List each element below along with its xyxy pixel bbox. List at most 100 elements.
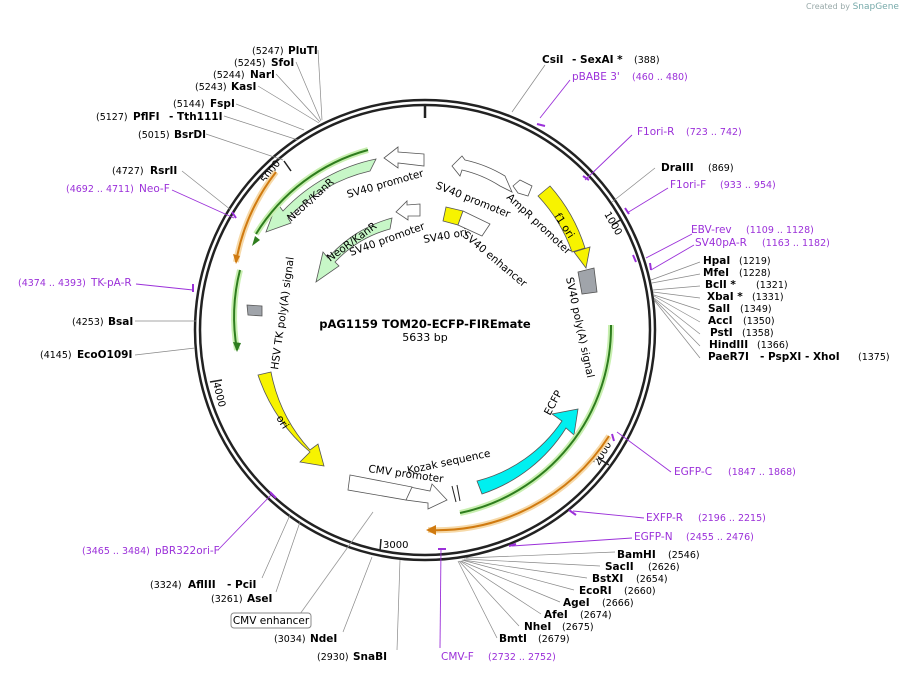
snapgene-watermark: Created by SnapGene [806,2,899,12]
svg-text:PflFI: PflFI [133,111,160,123]
enzyme-paer7i[interactable]: PaeR7I- PspXI - XhoI(1375) [708,351,890,363]
feature-ori[interactable]: ori [257,371,325,467]
svg-text:(1375): (1375) [858,352,890,363]
svg-text:(1349): (1349) [740,304,772,315]
svg-text:CsiI: CsiI [542,54,563,66]
enzyme-csii[interactable]: CsiI- SexAI *(388) [542,54,660,66]
primer-cmv-f[interactable]: CMV-F(2732 .. 2752) [441,651,556,663]
enzyme-pflfi[interactable]: (5127)PflFI- Tth111I [96,111,223,123]
primer-sv40pa-r[interactable]: SV40pA-R(1163 .. 1182) [695,237,830,249]
svg-text:(3261): (3261) [211,594,243,605]
svg-text:EcoRI: EcoRI [579,585,612,597]
plasmid-name: pAG1159 TOM20-ECFP-FIREmate [319,317,531,331]
svg-text:(5245): (5245) [234,58,266,69]
enzyme-rsrii[interactable]: (4727)RsrII [112,165,177,177]
svg-text:(1358): (1358) [742,328,774,339]
svg-text:Neo-F: Neo-F [139,183,170,195]
svg-text:AgeI: AgeI [563,597,590,609]
primer-pbabe3[interactable]: pBABE 3'(460 .. 480) [572,71,688,83]
svg-text:(5244): (5244) [213,70,245,81]
primer-egfp-c[interactable]: EGFP-C(1847 .. 1868) [674,466,796,478]
feature-sv40-polya[interactable]: SV40 poly(A) signal [563,267,598,379]
svg-text:(3324): (3324) [150,580,182,591]
svg-text:pBR322ori-F: pBR322ori-F [155,545,220,557]
enzyme-leader-lines [134,49,701,651]
primer-ebv-rev[interactable]: EBV-rev(1109 .. 1128) [691,224,814,236]
svg-text:(3465 .. 3484): (3465 .. 3484) [82,546,150,557]
primer-tk-pa-r[interactable]: (4374 .. 4393)TK-pA-R [18,277,132,289]
enzyme-afliii[interactable]: (3324)AflIII- PciI [150,579,256,591]
primer-pbr322ori-f[interactable]: (3465 .. 3484) pBR322ori-F [82,545,220,557]
svg-text:(933 .. 954): (933 .. 954) [720,180,776,191]
svg-text:BmtI: BmtI [499,633,527,645]
svg-text:(2674): (2674) [580,610,612,621]
enzyme-nhei[interactable]: NheI(2675) [524,621,594,633]
feature-cmv-enhancer[interactable]: CMV enhancer [230,511,374,629]
primer-f1ori-f[interactable]: F1ori-F(933 .. 954) [670,179,776,191]
enzyme-bsai[interactable]: (4253)BsaI [72,316,133,328]
svg-text:(2666): (2666) [602,598,634,609]
feature-ecfp[interactable]: ECFP [476,389,579,495]
svg-text:TK-pA-R: TK-pA-R [90,277,132,289]
svg-text:HSV TK poly(A) signal: HSV TK poly(A) signal [269,256,297,370]
enzyme-sacii[interactable]: SacII(2626) [605,561,680,573]
enzyme-acci[interactable]: AccI(1350) [708,315,775,327]
primer-egfp-n[interactable]: EGFP-N(2455 .. 2476) [634,531,754,543]
enzyme-sfoi[interactable]: (5245)SfoI [234,57,294,69]
svg-text:(723 .. 742): (723 .. 742) [686,127,742,138]
svg-text:NarI: NarI [250,69,275,81]
svg-text:NeoR/KanR: NeoR/KanR [285,176,337,224]
svg-text:CMV enhancer: CMV enhancer [233,615,310,627]
svg-text:(1228): (1228) [739,268,771,279]
enzyme-bamhi[interactable]: BamHI(2546) [617,549,700,561]
enzyme-bstxi[interactable]: BstXI(2654) [592,573,668,585]
svg-text:FspI: FspI [210,98,235,110]
svg-text:BclI *: BclI * [705,279,736,291]
svg-text:EXFP-R: EXFP-R [646,512,683,524]
tick-3000: 3000 [379,538,408,552]
svg-text:PstI: PstI [710,327,733,339]
enzyme-bsrdi[interactable]: (5015)BsrDI [138,129,206,141]
svg-text:SnaBI: SnaBI [353,651,387,663]
svg-text:SalI: SalI [708,303,730,315]
enzyme-mfei[interactable]: MfeI(1228) [703,267,771,279]
enzyme-sali[interactable]: SalI (1349) [708,303,772,315]
backbone-outer-ring [193,98,657,562]
feature-sv40-enhancer[interactable]: SV40 enhancer [457,210,530,290]
svg-text:DraIII: DraIII [661,162,694,174]
enzyme-fspi[interactable]: (5144)FspI [173,98,235,110]
svg-text:(5127): (5127) [96,112,128,123]
enzyme-ndei[interactable]: (3034)NdeI [274,633,337,645]
svg-text:BamHI: BamHI [617,549,656,561]
enzyme-xbai[interactable]: XbaI *(1331) [707,291,784,303]
enzyme-snabi[interactable]: (2930)SnaBI [317,651,387,663]
enzyme-hpai[interactable]: HpaI(1219) [703,255,771,267]
svg-text:BsrDI: BsrDI [174,129,206,141]
svg-text:(4692 .. 4711): (4692 .. 4711) [66,184,134,195]
enzyme-agei[interactable]: AgeI (2666) [563,597,634,609]
enzyme-asei[interactable]: (3261) AseI [211,593,272,605]
svg-text:AfeI: AfeI [544,609,568,621]
feature-hsv-tk-polya[interactable]: HSV TK poly(A) signal [246,256,297,370]
primer-f1ori-r[interactable]: F1ori-R(723 .. 742) [637,126,742,138]
svg-text:EBV-rev: EBV-rev [691,224,732,236]
svg-text:AseI: AseI [247,593,272,605]
enzyme-hindiii[interactable]: HindIII(1366) [709,339,789,351]
primer-neo-f[interactable]: (4692 .. 4711) Neo-F [66,183,170,195]
enzyme-pluti[interactable]: (5247)PluTI [252,45,318,57]
svg-text:(2455 .. 2476): (2455 .. 2476) [686,532,754,543]
svg-text:CMV-F: CMV-F [441,651,474,663]
enzyme-bcli[interactable]: BclI *(1321) [705,279,788,291]
enzyme-kasi[interactable]: (5243)KasI [195,81,256,93]
svg-text:1000: 1000 [601,210,623,238]
svg-text:KasI: KasI [231,81,256,93]
enzyme-bmti[interactable]: BmtI(2679) [499,633,570,645]
primer-exfp-r[interactable]: EXFP-R(2196 .. 2215) [646,512,766,524]
enzyme-nari[interactable]: (5244) NarI [213,69,275,81]
enzyme-ecoo109i[interactable]: (4145)EcoO109I [40,349,132,361]
enzyme-psti[interactable]: PstI (1358) [710,327,774,339]
enzyme-ecori[interactable]: EcoRI(2660) [579,585,656,597]
enzyme-afei[interactable]: AfeI (2674) [544,609,612,621]
svg-text:RsrII: RsrII [150,165,177,177]
enzyme-draiii[interactable]: DraIII(869) [661,162,734,174]
